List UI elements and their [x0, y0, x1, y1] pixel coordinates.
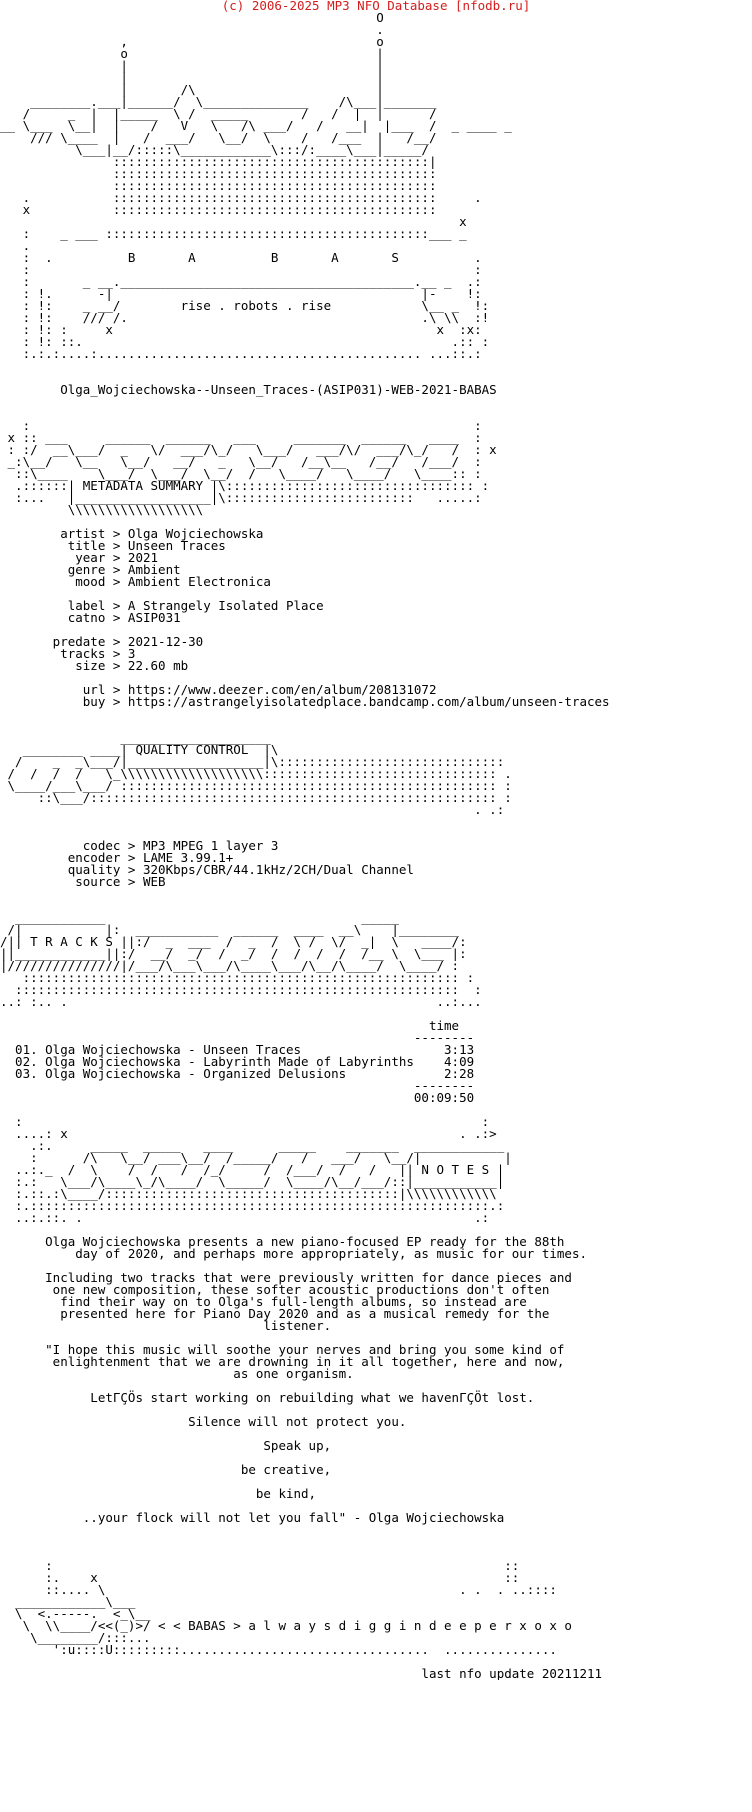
- nfo-text: O . , o o | |: [0, 12, 610, 1680]
- site-header: (c) 2006-2025 MP3 NFO Database [nfodb.ru…: [221, 0, 531, 13]
